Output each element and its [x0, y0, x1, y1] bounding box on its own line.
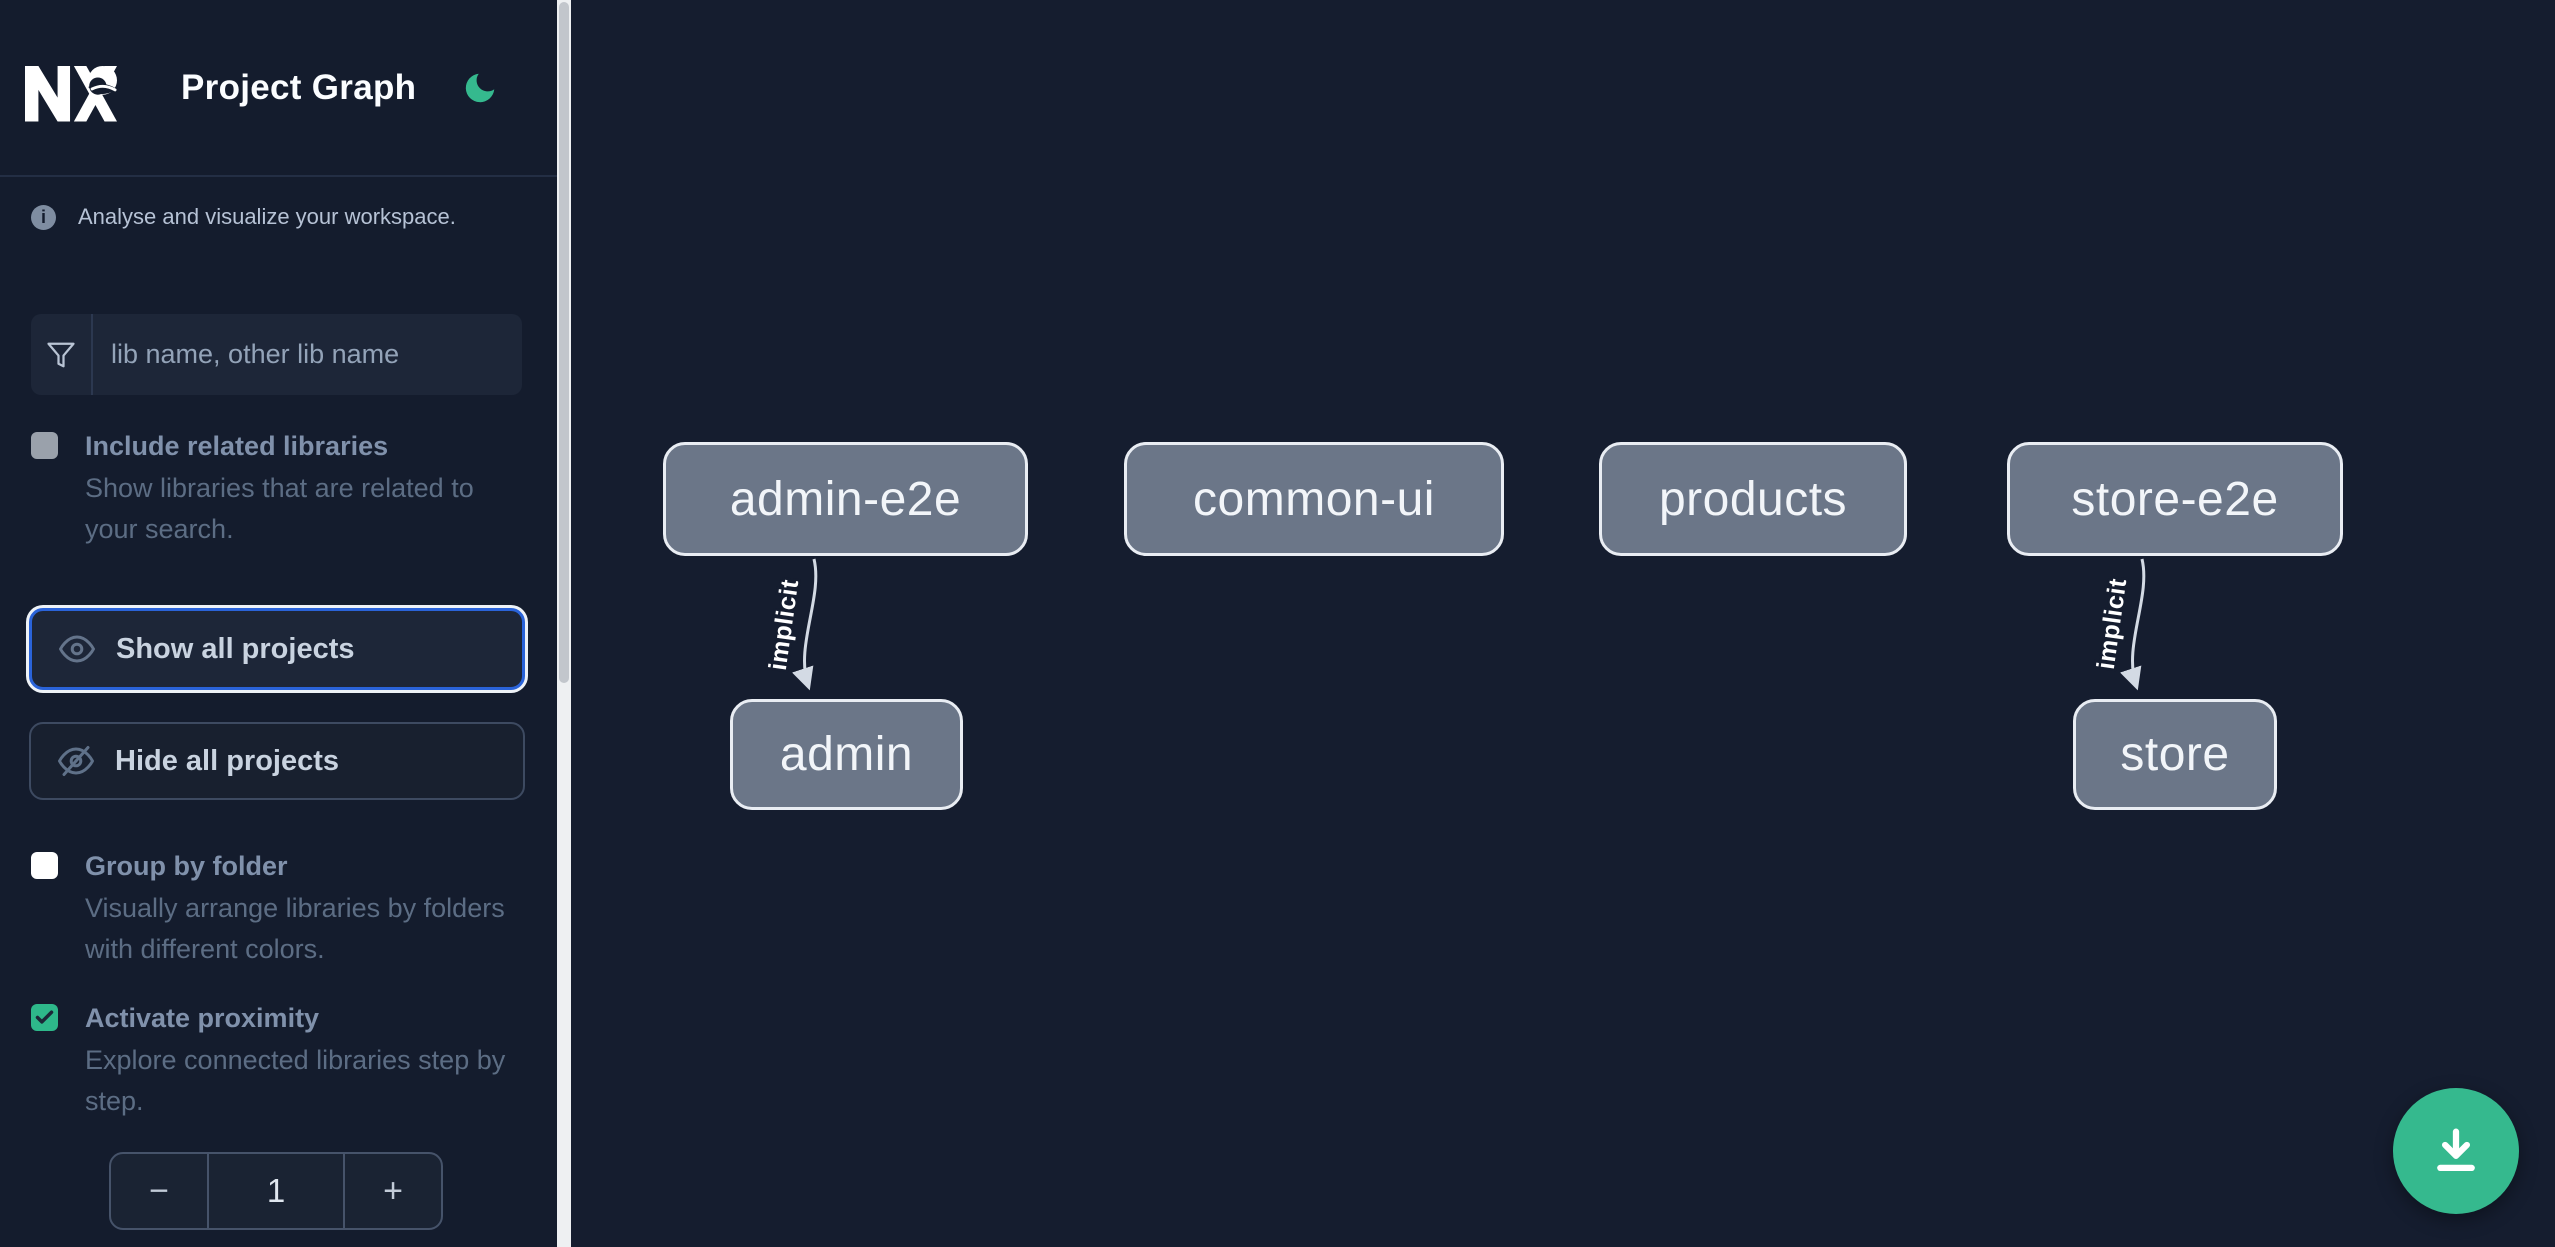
proximity-depth-input[interactable]: [207, 1154, 345, 1228]
activate-proximity-checkbox[interactable]: [31, 1004, 58, 1031]
filter-icon-cell: [31, 314, 93, 395]
search-box: [31, 314, 522, 395]
filter-icon: [47, 342, 75, 367]
sidebar-header: Project Graph: [0, 0, 557, 177]
proximity-depth-stepper: − +: [109, 1152, 443, 1230]
moon-icon: [466, 73, 495, 102]
option-description: Visually arrange libraries by folders wi…: [85, 893, 505, 964]
include-related-checkbox[interactable]: [31, 432, 58, 459]
hide-all-projects-button[interactable]: Hide all projects: [29, 722, 525, 800]
sidebar-scrollbar-track: [557, 0, 571, 1247]
info-icon: i: [31, 204, 56, 230]
nx-logo-icon: [25, 65, 117, 122]
edge-label-implicit[interactable]: implicit: [2089, 574, 2134, 674]
search-input[interactable]: [93, 314, 522, 395]
edge-label-implicit[interactable]: implicit: [761, 575, 806, 675]
tagline: i Analyse and visualize your workspace.: [31, 204, 456, 230]
option-title: Group by folder: [85, 851, 288, 881]
option-description: Explore connected libraries step by step…: [85, 1045, 506, 1116]
check-icon: [35, 1010, 54, 1024]
graph-node-common-ui[interactable]: common-ui: [1124, 442, 1504, 556]
graph-node-store-e2e[interactable]: store-e2e: [2007, 442, 2343, 556]
edge-admin-e2e-to-admin[interactable]: [792, 558, 818, 691]
download-graph-button[interactable]: [2393, 1088, 2519, 1214]
sidebar-scrollbar-thumb[interactable]: [559, 2, 569, 683]
graph-node-products[interactable]: products: [1599, 442, 1907, 556]
eye-off-icon: [58, 746, 94, 776]
increment-button[interactable]: +: [345, 1154, 441, 1228]
graph-node-store[interactable]: store: [2073, 699, 2277, 810]
show-all-projects-label: Show all projects: [116, 632, 355, 665]
graph-node-admin-e2e[interactable]: admin-e2e: [663, 442, 1028, 556]
show-all-projects-button[interactable]: Show all projects: [29, 608, 525, 690]
option-title: Activate proximity: [85, 1003, 320, 1033]
page-title: Project Graph: [181, 67, 417, 107]
graph-canvas: implicit implicit admin-e2e common-ui pr…: [571, 0, 2555, 1247]
option-description: Show libraries that are related to your …: [85, 473, 474, 544]
sidebar: Project Graph i Analyse and visualize yo…: [0, 0, 557, 1247]
download-icon: [2437, 1128, 2475, 1172]
hide-all-projects-label: Hide all projects: [115, 744, 340, 777]
option-title: Include related libraries: [85, 431, 389, 461]
option-include-related-libraries[interactable]: Include related libraries Show libraries…: [31, 429, 509, 550]
group-by-folder-checkbox[interactable]: [31, 852, 58, 879]
theme-toggle-button[interactable]: [458, 66, 502, 110]
edge-store-e2e-to-store[interactable]: [2120, 558, 2146, 691]
option-group-by-folder[interactable]: Group by folder Visually arrange librari…: [31, 849, 509, 970]
option-activate-proximity[interactable]: Activate proximity Explore connected lib…: [31, 1001, 509, 1122]
tagline-text: Analyse and visualize your workspace.: [78, 204, 456, 229]
graph-edges: implicit implicit: [761, 558, 2146, 691]
graph-node-admin[interactable]: admin: [730, 699, 963, 810]
decrement-button[interactable]: −: [111, 1154, 207, 1228]
eye-icon: [59, 635, 95, 663]
